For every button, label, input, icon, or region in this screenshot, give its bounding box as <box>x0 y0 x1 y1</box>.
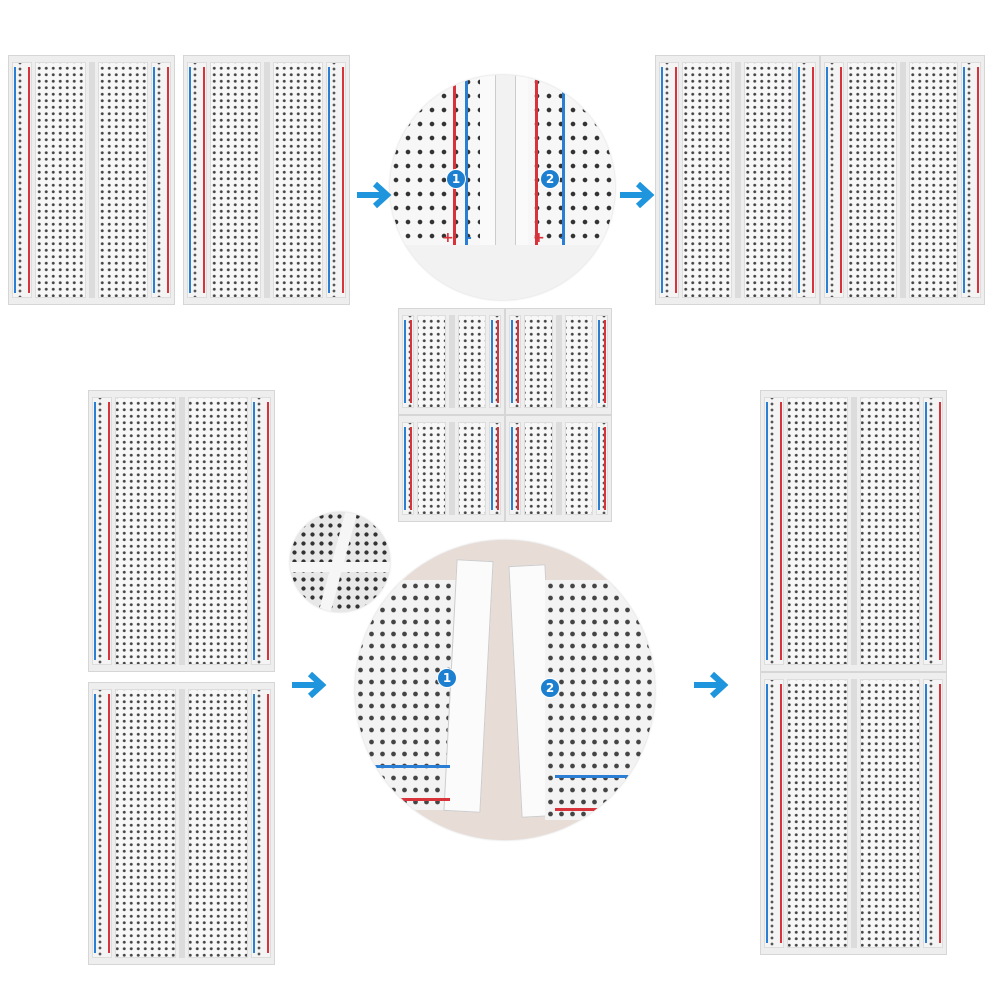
terminal-strip <box>682 62 732 298</box>
step-1-badge: 1 <box>437 668 457 688</box>
power-rail <box>151 62 171 298</box>
center-channel <box>850 679 857 948</box>
breadboard <box>760 390 947 672</box>
arrow-right-icon <box>292 671 327 699</box>
terminal-strip <box>187 689 248 958</box>
power-rail <box>489 422 501 515</box>
step-2-badge: 2 <box>540 169 560 189</box>
top-detail-circle: 1 2 + - + - <box>390 75 615 300</box>
power-rail <box>509 422 521 515</box>
power-rail <box>326 62 346 298</box>
terminal-strip <box>787 397 848 665</box>
terminal-strip <box>859 397 920 665</box>
center-channel <box>555 422 562 515</box>
breadboard <box>655 55 820 305</box>
power-rail <box>509 315 521 408</box>
terminal-strip <box>457 315 486 408</box>
power-rail <box>764 679 784 948</box>
breadboard <box>398 308 505 415</box>
power-rail <box>251 397 271 665</box>
step-2-badge: 2 <box>540 678 560 698</box>
terminal-strip <box>210 62 261 298</box>
power-rail <box>402 422 414 515</box>
terminal-strip <box>97 62 148 298</box>
breadboard <box>820 55 985 305</box>
center-channel <box>178 397 185 665</box>
center-channel <box>448 315 455 408</box>
breadboard <box>760 672 947 955</box>
plus-sign: + <box>442 230 454 246</box>
terminal-strip <box>187 397 248 665</box>
power-rail <box>824 62 844 298</box>
terminal-strip <box>908 62 958 298</box>
terminal-strip <box>457 422 486 515</box>
power-rail <box>596 315 608 408</box>
center-channel <box>850 397 857 665</box>
terminal-strip <box>417 315 446 408</box>
terminal-strip <box>847 62 897 298</box>
power-rail <box>796 62 816 298</box>
center-channel <box>734 62 741 298</box>
center-channel <box>555 315 562 408</box>
breadboard <box>88 682 275 965</box>
center-channel <box>899 62 906 298</box>
terminal-strip <box>272 62 323 298</box>
power-rail <box>187 62 207 298</box>
power-rail <box>764 397 784 665</box>
arrow-right-icon <box>620 181 655 209</box>
power-rail <box>659 62 679 298</box>
center-channel <box>88 62 95 298</box>
center-channel <box>178 689 185 958</box>
power-rail <box>92 397 112 665</box>
breadboard <box>398 415 505 522</box>
minus-sign: - <box>466 230 472 246</box>
breadboard <box>8 55 175 305</box>
breadboard <box>88 390 275 672</box>
bottom-detail-circle: 1 2 <box>355 540 655 840</box>
terminal-strip <box>564 315 593 408</box>
terminal-strip <box>564 422 593 515</box>
plus-sign: + <box>533 230 545 246</box>
terminal-strip <box>524 422 553 515</box>
breadboard <box>505 308 612 415</box>
step-1-badge: 1 <box>446 169 466 189</box>
terminal-strip <box>859 679 920 948</box>
power-rail <box>402 315 414 408</box>
power-rail <box>12 62 32 298</box>
terminal-strip <box>115 689 176 958</box>
power-rail <box>923 679 943 948</box>
terminal-strip <box>35 62 86 298</box>
terminal-strip <box>743 62 793 298</box>
center-channel <box>448 422 455 515</box>
power-rail <box>251 689 271 958</box>
power-rail <box>596 422 608 515</box>
terminal-strip <box>115 397 176 665</box>
power-rail <box>489 315 501 408</box>
breadboard <box>183 55 350 305</box>
minus-sign: - <box>560 230 566 246</box>
arrow-right-icon <box>694 671 729 699</box>
power-rail <box>961 62 981 298</box>
arrow-right-icon <box>357 181 392 209</box>
small-detail-circle <box>290 512 390 612</box>
terminal-strip <box>417 422 446 515</box>
terminal-strip <box>787 679 848 948</box>
power-rail <box>92 689 112 958</box>
power-rail <box>923 397 943 665</box>
breadboard <box>505 415 612 522</box>
terminal-strip <box>524 315 553 408</box>
center-channel <box>263 62 270 298</box>
